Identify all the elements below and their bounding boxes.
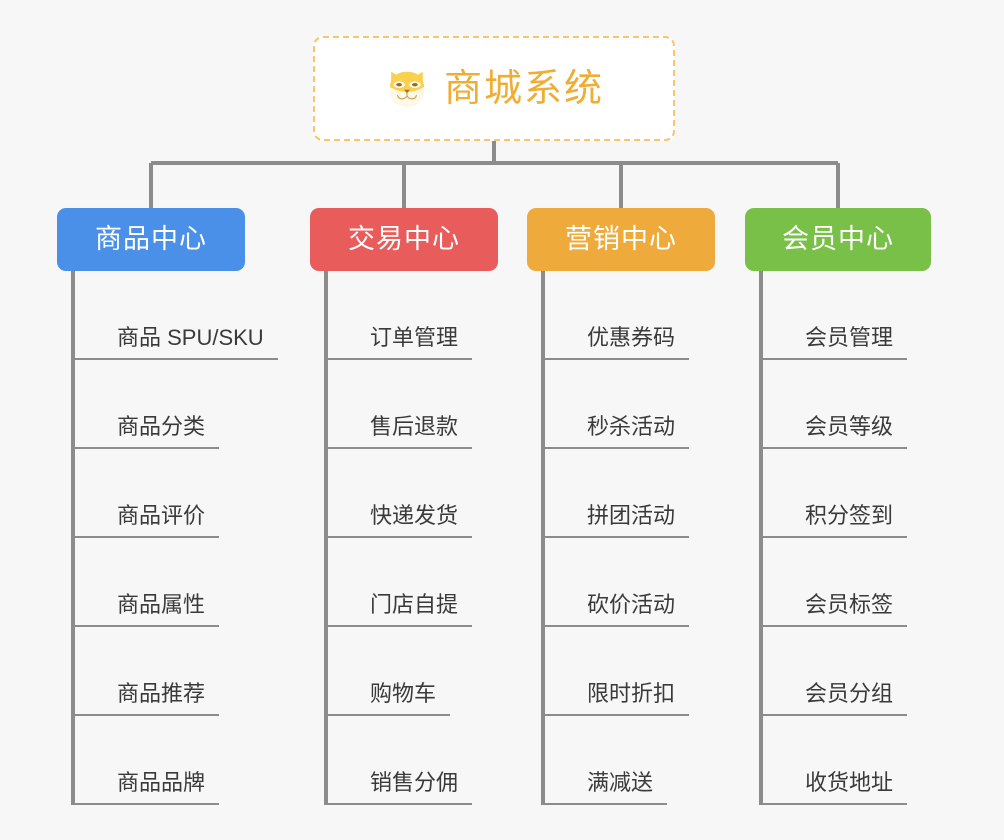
branch-交易中心: 交易中心 订单管理 售后退款 快递发货 门店自提 购物车 销售分佣: [310, 208, 550, 805]
list-item[interactable]: 限时折扣: [545, 627, 767, 716]
leaf-label: 商品 SPU/SKU: [75, 327, 278, 360]
leaf-label: 快递发货: [328, 505, 473, 538]
leaf-label: 会员分组: [763, 683, 908, 716]
list-item[interactable]: 商品分类: [75, 360, 307, 449]
branch-会员中心: 会员中心 会员管理 会员等级 积分签到 会员标签 会员分组 收货地址: [745, 208, 985, 805]
category-box-1[interactable]: 商品中心: [57, 208, 245, 271]
leaf-label: 订单管理: [328, 327, 473, 360]
list-item[interactable]: 会员等级: [763, 360, 985, 449]
list-item[interactable]: 满减送: [545, 716, 767, 805]
leaf-label: 售后退款: [328, 416, 473, 449]
list-item[interactable]: 商品属性: [75, 538, 307, 627]
leaf-list-1: 商品 SPU/SKU 商品分类 商品评价 商品属性 商品推荐 商品品牌: [71, 271, 307, 805]
list-item[interactable]: 商品品牌: [75, 716, 307, 805]
list-item[interactable]: 订单管理: [328, 271, 550, 360]
leaf-label: 销售分佣: [328, 772, 473, 805]
shiba-dog-face-icon: [389, 71, 425, 106]
list-item[interactable]: 售后退款: [328, 360, 550, 449]
category-label-3: 营销中心: [565, 224, 677, 254]
leaf-label: 商品分类: [75, 416, 220, 449]
list-item[interactable]: 商品评价: [75, 449, 307, 538]
leaf-label: 积分签到: [763, 505, 908, 538]
leaf-list-2: 订单管理 售后退款 快递发货 门店自提 购物车 销售分佣: [324, 271, 550, 805]
category-box-3[interactable]: 营销中心: [527, 208, 715, 271]
leaf-label: 满减送: [545, 772, 668, 805]
list-item[interactable]: 砍价活动: [545, 538, 767, 627]
leaf-label: 购物车: [328, 683, 451, 716]
leaf-label: 会员标签: [763, 594, 908, 627]
leaf-label: 收货地址: [763, 772, 908, 805]
category-label-1: 商品中心: [95, 224, 207, 254]
root-node[interactable]: 商城系统: [313, 36, 675, 141]
category-box-4[interactable]: 会员中心: [745, 208, 931, 271]
leaf-label: 门店自提: [328, 594, 473, 627]
category-label-2: 交易中心: [348, 224, 460, 254]
list-item[interactable]: 会员标签: [763, 538, 985, 627]
category-label-4: 会员中心: [782, 224, 894, 254]
list-item[interactable]: 商品 SPU/SKU: [75, 271, 307, 360]
list-item[interactable]: 优惠券码: [545, 271, 767, 360]
leaf-label: 商品评价: [75, 505, 220, 538]
list-item[interactable]: 门店自提: [328, 538, 550, 627]
list-item[interactable]: 收货地址: [763, 716, 985, 805]
leaf-label: 商品推荐: [75, 683, 220, 716]
list-item[interactable]: 积分签到: [763, 449, 985, 538]
list-item[interactable]: 购物车: [328, 627, 550, 716]
leaf-list-3: 优惠券码 秒杀活动 拼团活动 砍价活动 限时折扣 满减送: [541, 271, 767, 805]
leaf-label: 会员等级: [763, 416, 908, 449]
list-item[interactable]: 会员分组: [763, 627, 985, 716]
list-item[interactable]: 商品推荐: [75, 627, 307, 716]
leaf-label: 限时折扣: [545, 683, 690, 716]
leaf-list-4: 会员管理 会员等级 积分签到 会员标签 会员分组 收货地址: [759, 271, 985, 805]
leaf-label: 秒杀活动: [545, 416, 690, 449]
leaf-label: 会员管理: [763, 327, 908, 360]
category-box-2[interactable]: 交易中心: [310, 208, 498, 271]
list-item[interactable]: 秒杀活动: [545, 360, 767, 449]
leaf-label: 优惠券码: [545, 327, 690, 360]
branch-营销中心: 营销中心 优惠券码 秒杀活动 拼团活动 砍价活动 限时折扣 满减送: [527, 208, 767, 805]
list-item[interactable]: 销售分佣: [328, 716, 550, 805]
list-item[interactable]: 会员管理: [763, 271, 985, 360]
leaf-label: 商品品牌: [75, 772, 220, 805]
branch-商品中心: 商品中心 商品 SPU/SKU 商品分类 商品评价 商品属性 商品推荐 商品品牌: [57, 208, 307, 805]
list-item[interactable]: 拼团活动: [545, 449, 767, 538]
leaf-label: 拼团活动: [545, 505, 690, 538]
leaf-label: 商品属性: [75, 594, 220, 627]
leaf-label: 砍价活动: [545, 594, 690, 627]
list-item[interactable]: 快递发货: [328, 449, 550, 538]
root-title: 商城系统: [443, 67, 604, 110]
